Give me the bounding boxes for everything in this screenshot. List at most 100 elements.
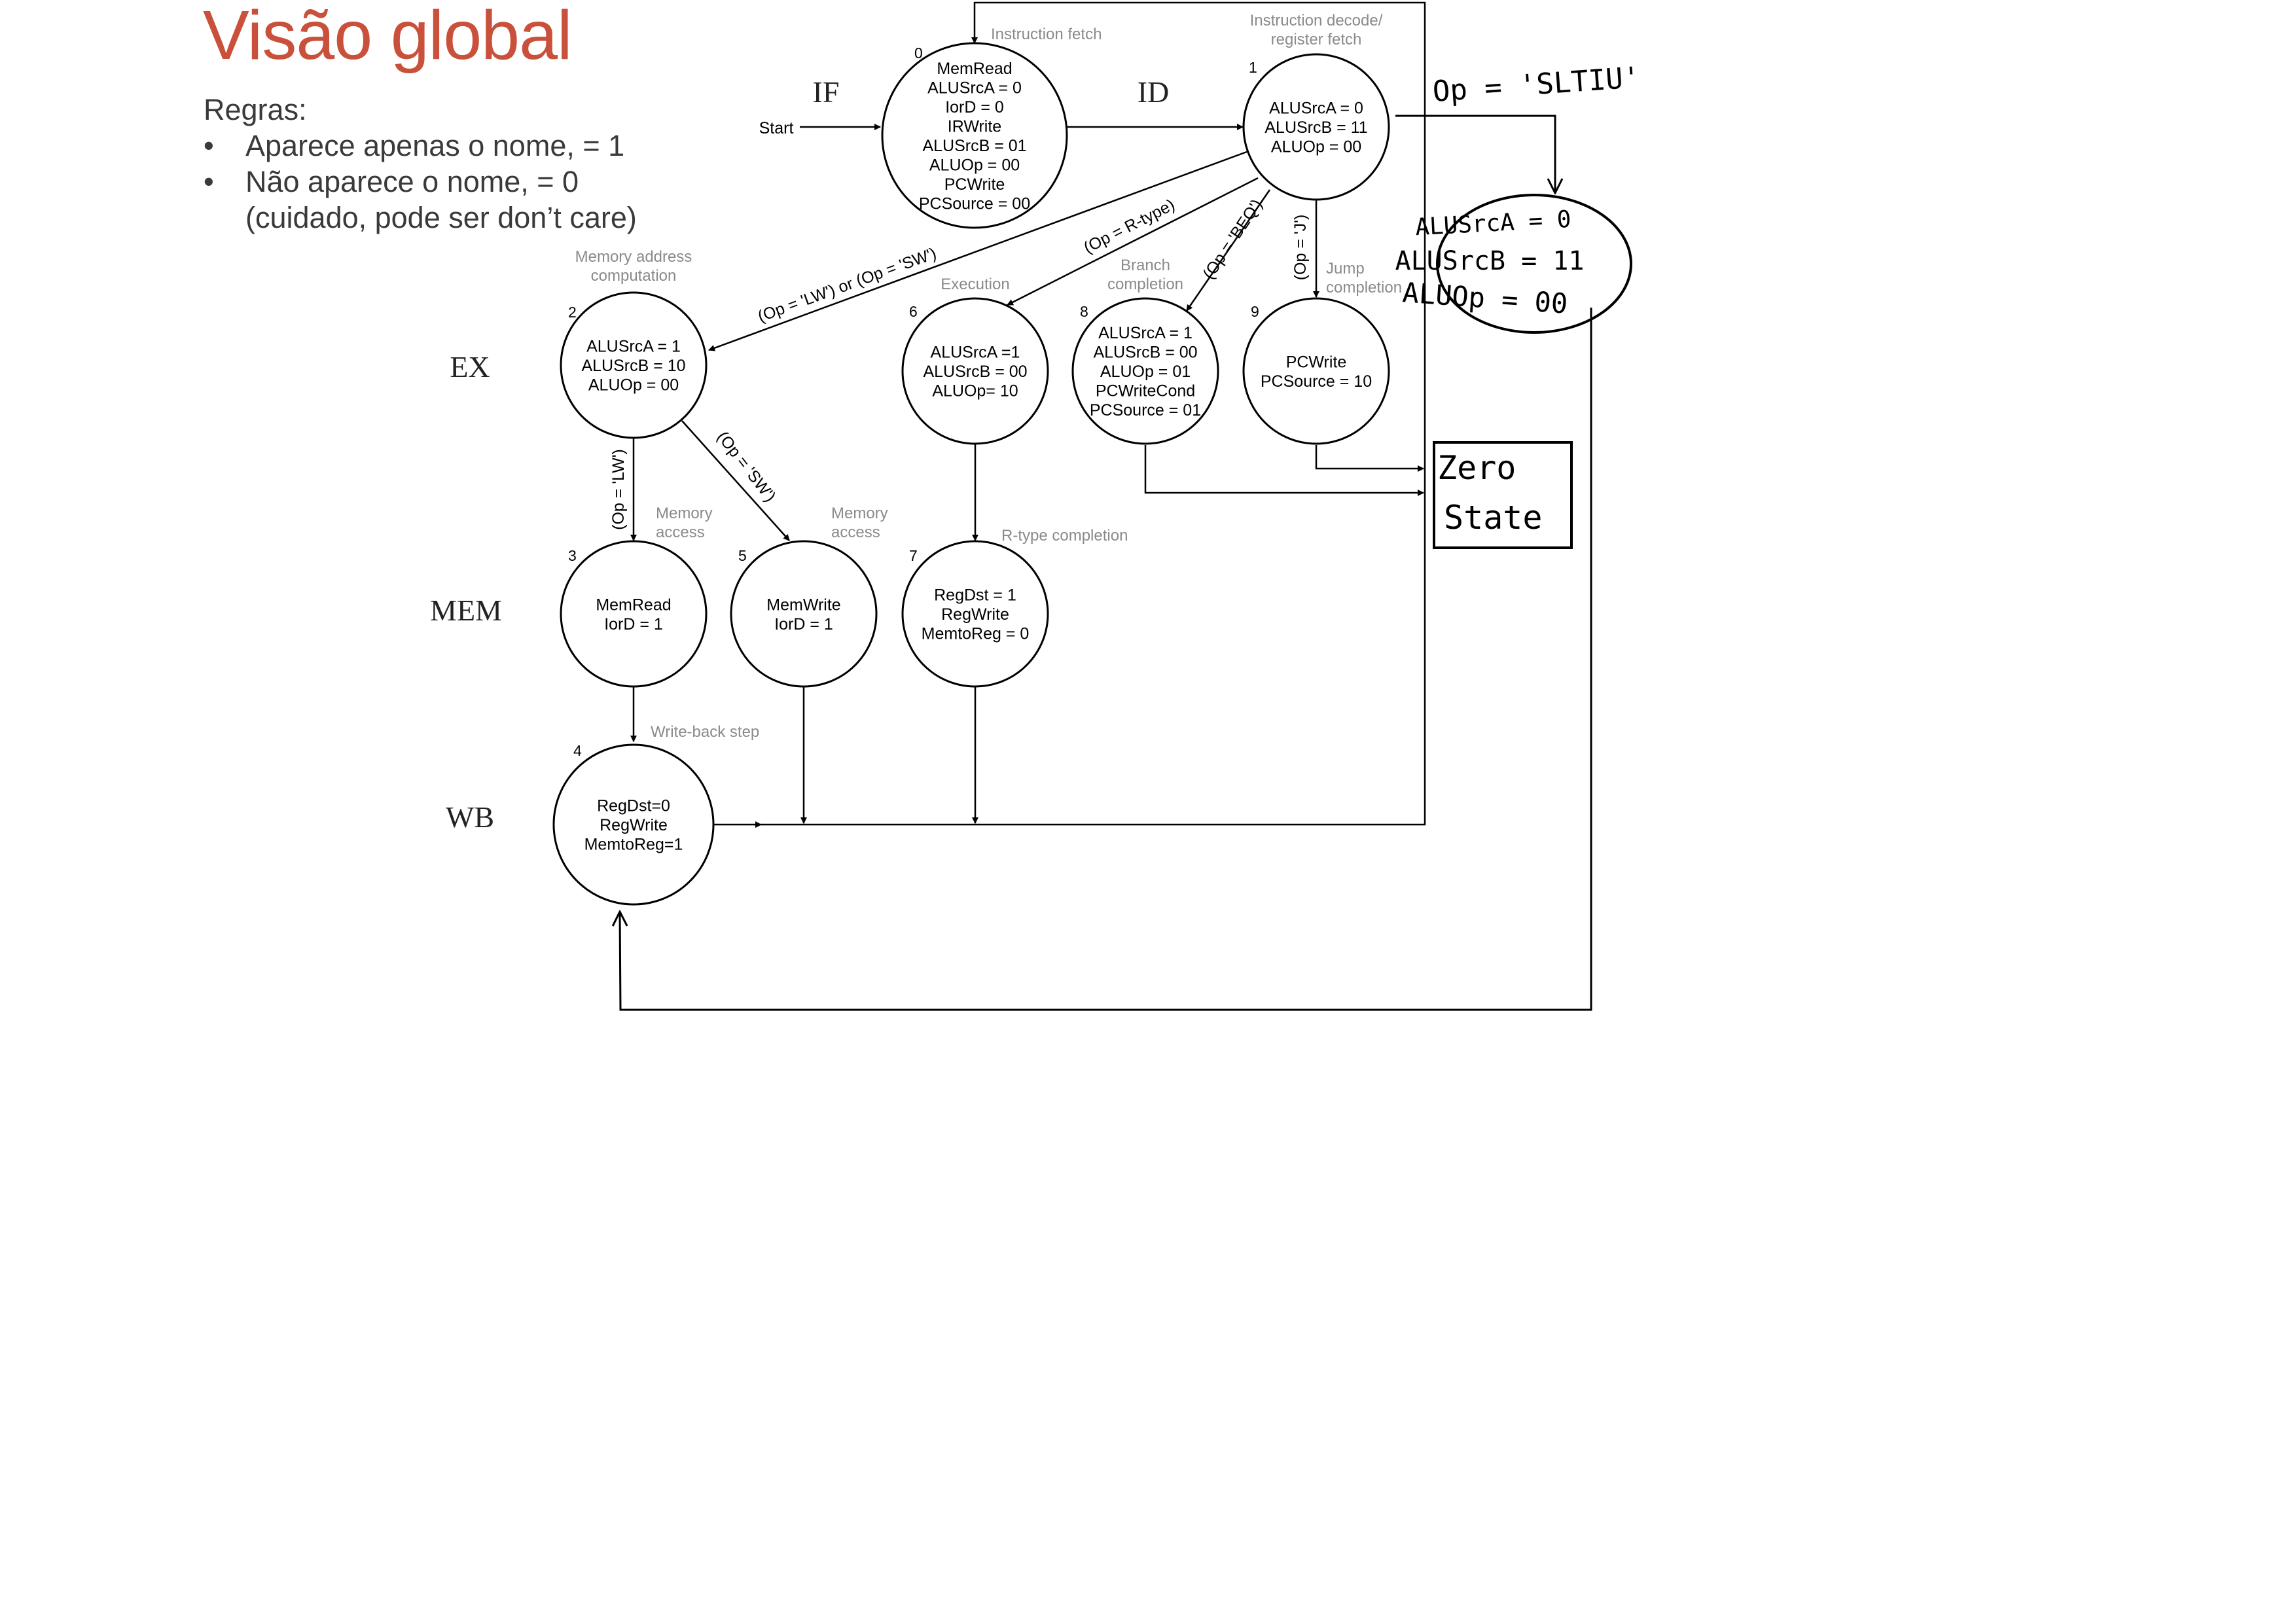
state-signal: ALUSrcB = 00 [1093,344,1197,362]
state-number: 1 [1249,59,1257,76]
new-state-signal: ALUOp = 00 [1401,276,1569,320]
state-number: 0 [914,45,923,62]
stage-label-wb: WB [446,800,494,834]
state-caption: Write-back step [651,723,759,741]
new-state-ellipse [1436,194,1632,334]
state-signal: IorD = 0 [945,98,1004,116]
state-caption: Instruction decode/ [1250,12,1383,29]
state-signal: ALUOp = 01 [1100,363,1191,381]
state-signal: PCWrite [1286,353,1347,371]
state-signal: MemtoReg=1 [584,836,683,854]
state-signal: PCWrite [944,175,1005,194]
state-signal: IorD = 1 [774,615,833,633]
state-number: 4 [573,742,582,759]
arrow-9-to-zero-state [1315,445,1424,472]
state-signal: MemtoReg = 0 [922,625,1030,643]
zero-state-label: State [1444,499,1543,537]
state-signal: PCSource = 10 [1261,372,1372,391]
state-number: 2 [568,304,577,321]
handwritten-additions: Op = 'SLTIU' ALUSrcA = 0 ALUSrcB = 11 AL… [620,61,1641,1011]
state-signal: PCSource = 00 [919,194,1030,213]
state-signal: ALUSrcA =1 [931,344,1020,362]
state-caption: access [831,524,880,541]
state-circle [901,540,1049,688]
new-state-signal: ALUSrcA = 0 [1414,206,1571,241]
rules-heading: Regras: [204,93,307,126]
stage-label-mem: MEM [430,594,502,627]
state-signal: PCWriteCond [1096,382,1195,401]
new-state-signal: ALUSrcB = 11 [1395,246,1585,276]
state-signal: RegWrite [941,605,1009,624]
state-signal: RegWrite [600,816,668,834]
state-circle [1242,53,1390,201]
state-signal: RegDst=0 [597,797,670,815]
state-number: 3 [568,547,577,564]
return-to-fetch-line [761,1,1426,826]
state-number: 8 [1080,303,1088,320]
arrow-1-to-6 [1007,177,1259,306]
state-number: 6 [909,303,918,320]
state-signal: ALUOp = 00 [929,156,1020,174]
transitions [630,1,1426,828]
state-signal: ALUSrcB = 00 [923,363,1027,381]
state-signal: ALUSrcA = 1 [1098,324,1193,342]
state-circle [1071,297,1219,445]
state-circle [552,743,715,906]
state-signal: ALUSrcA = 1 [586,338,681,356]
arrow-1-to-2 [708,151,1247,351]
stage-label-if: IF [813,75,840,109]
state-caption: register fetch [1271,31,1362,48]
state-caption: completion [1326,279,1402,296]
sltiu-arrow [1395,115,1555,193]
state-signal: ALUSrcB = 11 [1265,118,1367,137]
state-number: 9 [1251,303,1259,320]
state-caption: Memory [656,505,713,522]
stage-label-ex: EX [450,350,490,383]
state-circle [1242,297,1390,445]
state-signal: MemRead [937,60,1012,78]
state-circle [881,42,1068,229]
state-signal: IorD = 1 [604,615,663,633]
state-caption: R-type completion [1001,527,1128,544]
condition-beq: (Op = 'BEQ') [1199,196,1266,282]
state-1: 1 Instruction decode/register fetchALUSrc… [1242,12,1390,201]
state-signal: RegDst = 1 [934,586,1016,605]
state-circle [901,297,1049,445]
state-caption: Jump [1326,260,1365,277]
rule-note: (cuidado, pode ser don’t care) [245,201,637,234]
state-signal: PCSource = 01 [1090,401,1201,419]
state-caption: Memory address [575,248,692,266]
state-signal: ALUOp= 10 [932,382,1018,401]
sltiu-condition: Op = 'SLTIU' [1431,61,1641,109]
start-label: Start [759,119,794,137]
stage-label-id: ID [1138,75,1170,109]
arrow-8-to-zero-state [1144,445,1424,496]
state-signal: IRWrite [948,117,1001,135]
state-circle [730,540,878,688]
state-signal: ALUSrcA = 0 [927,79,1022,97]
zero-state-label: Zero [1437,449,1516,487]
page-title: Visão global [203,0,573,74]
state-circle [560,540,708,688]
state-caption: Instruction fetch [991,26,1102,43]
zero-state-box [1433,441,1573,549]
condition-lw: (Op = 'LW') [609,449,628,530]
state-signal: ALUSrcB = 01 [922,137,1026,155]
new-state-return-line [620,308,1592,1011]
state-caption: Execution [941,276,1009,293]
rule-item: Aparece apenas o nome, = 1 [204,128,637,164]
rule-item: Não aparece o nome, = 0 [204,164,637,200]
state-signal: ALUSrcB = 10 [581,357,685,375]
state-4: 4 Write-back stepRegDst=0RegWriteMemtoReg… [552,723,759,906]
rules-block: Regras: Aparece apenas o nome, = 1 Não a… [204,92,637,236]
state-number: 7 [909,547,918,564]
state-caption: Branch [1121,257,1170,274]
